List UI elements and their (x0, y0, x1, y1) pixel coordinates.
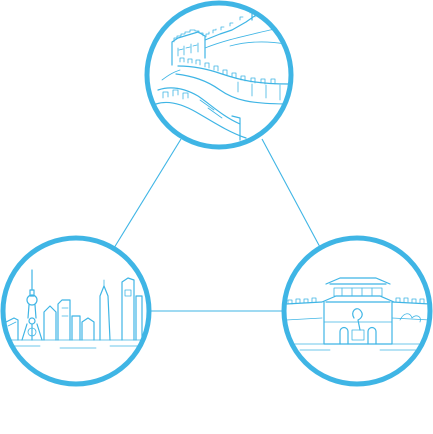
node-ring (0, 235, 152, 387)
node-city-skyline (0, 235, 152, 387)
chinese-gate-icon (286, 277, 428, 351)
node-great-wall (144, 0, 294, 150)
connector-top-left (113, 138, 182, 249)
node-ring (281, 235, 433, 387)
connector-top-right (261, 138, 322, 250)
node-ring (144, 0, 294, 150)
node-chinese-gate (281, 235, 433, 387)
